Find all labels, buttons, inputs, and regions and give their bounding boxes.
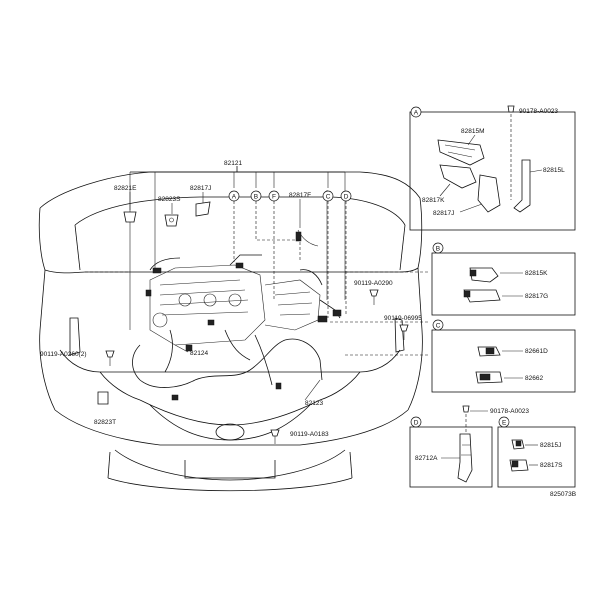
vehicle-outline <box>38 171 423 492</box>
panel-d-letter: D <box>414 420 419 427</box>
panel-b-letter: B <box>436 246 440 253</box>
detail-panel-e: E 82815J 82817S <box>497 416 576 488</box>
label-82821e: 82821E <box>114 185 137 192</box>
detail-marker-d: D <box>344 194 349 201</box>
callout-82823s: 82823S <box>158 196 181 227</box>
panel-c-82662: 82662 <box>525 375 543 382</box>
label-90119-a0183: 90119-A0183 <box>290 431 329 438</box>
label-90119-06995: 90119-06995 <box>384 315 422 322</box>
detail-markers: A B F C D <box>85 190 430 356</box>
panel-a-bolt-label: 90178-A0023 <box>519 108 558 115</box>
label-90119-a0290: 90119-A0290 <box>354 280 393 287</box>
detail-panel-d: D 90178-A0023 82712A <box>409 405 529 488</box>
panel-c-letter: C <box>436 323 441 330</box>
label-main-part: 82121 <box>224 160 242 167</box>
figure-code: 825073B <box>550 491 576 498</box>
label-82823s-top: 82823S <box>158 196 181 203</box>
label-82817f: 82817F <box>289 192 311 199</box>
callout-90119-a0260: 90119-A0260(2) <box>40 350 115 366</box>
label-82817j-top: 82817J <box>190 185 211 192</box>
detail-panel-a: A 90178-A0023 82815M 82817K 82817J 82815… <box>409 105 576 231</box>
panel-b-82817g: 82817G <box>525 293 548 300</box>
label-82124: 82124 <box>190 350 208 357</box>
detail-marker-f: F <box>272 194 276 201</box>
panel-d-82712a: 82712A <box>415 455 438 462</box>
detail-panel-c: C 82661D 82662 <box>431 319 576 393</box>
panel-a-letter: A <box>414 110 419 117</box>
engine-assembly <box>132 229 342 401</box>
panel-b-82815k: 82815K <box>525 270 548 277</box>
detail-marker-a: A <box>232 194 237 201</box>
panel-a-82817j: 82817J <box>433 210 454 217</box>
callout-90119-a0183: 90119-A0183 <box>270 429 329 444</box>
detail-marker-b: B <box>254 194 258 201</box>
callout-82124: 82124 <box>174 344 208 357</box>
panel-c-82661d: 82661D <box>525 348 548 355</box>
panel-a-82815m: 82815M <box>461 128 485 135</box>
panel-e-82815j: 82815J <box>540 442 561 449</box>
panel-d-bolt-label: 90178-A0023 <box>490 408 529 415</box>
label-90119-a0260: 90119-A0260(2) <box>40 351 87 358</box>
panel-a-82815l: 82815L <box>543 167 565 174</box>
callout-90119-06995: 90119-06995 <box>384 315 422 340</box>
callout-82817f: 82817F <box>289 192 311 228</box>
callout-82123: 82123 <box>304 379 323 407</box>
callout-82817j-top: 82817J <box>190 185 211 217</box>
label-82823t: 82823T <box>94 419 116 426</box>
main-part-bracket: 82121 <box>129 160 346 330</box>
detail-marker-c: C <box>326 194 331 201</box>
label-82123: 82123 <box>305 400 323 407</box>
panel-a-82817k: 82817K <box>422 197 445 204</box>
detail-panel-b: B 82815K 82817G <box>431 242 576 316</box>
callout-82821e: 82821E <box>114 185 137 223</box>
callout-82823t: 82823T <box>94 391 116 426</box>
callout-90119-a0290: 90119-A0290 <box>354 280 393 305</box>
panel-e-letter: E <box>502 420 507 427</box>
panel-e-82817s: 82817S <box>540 462 563 469</box>
